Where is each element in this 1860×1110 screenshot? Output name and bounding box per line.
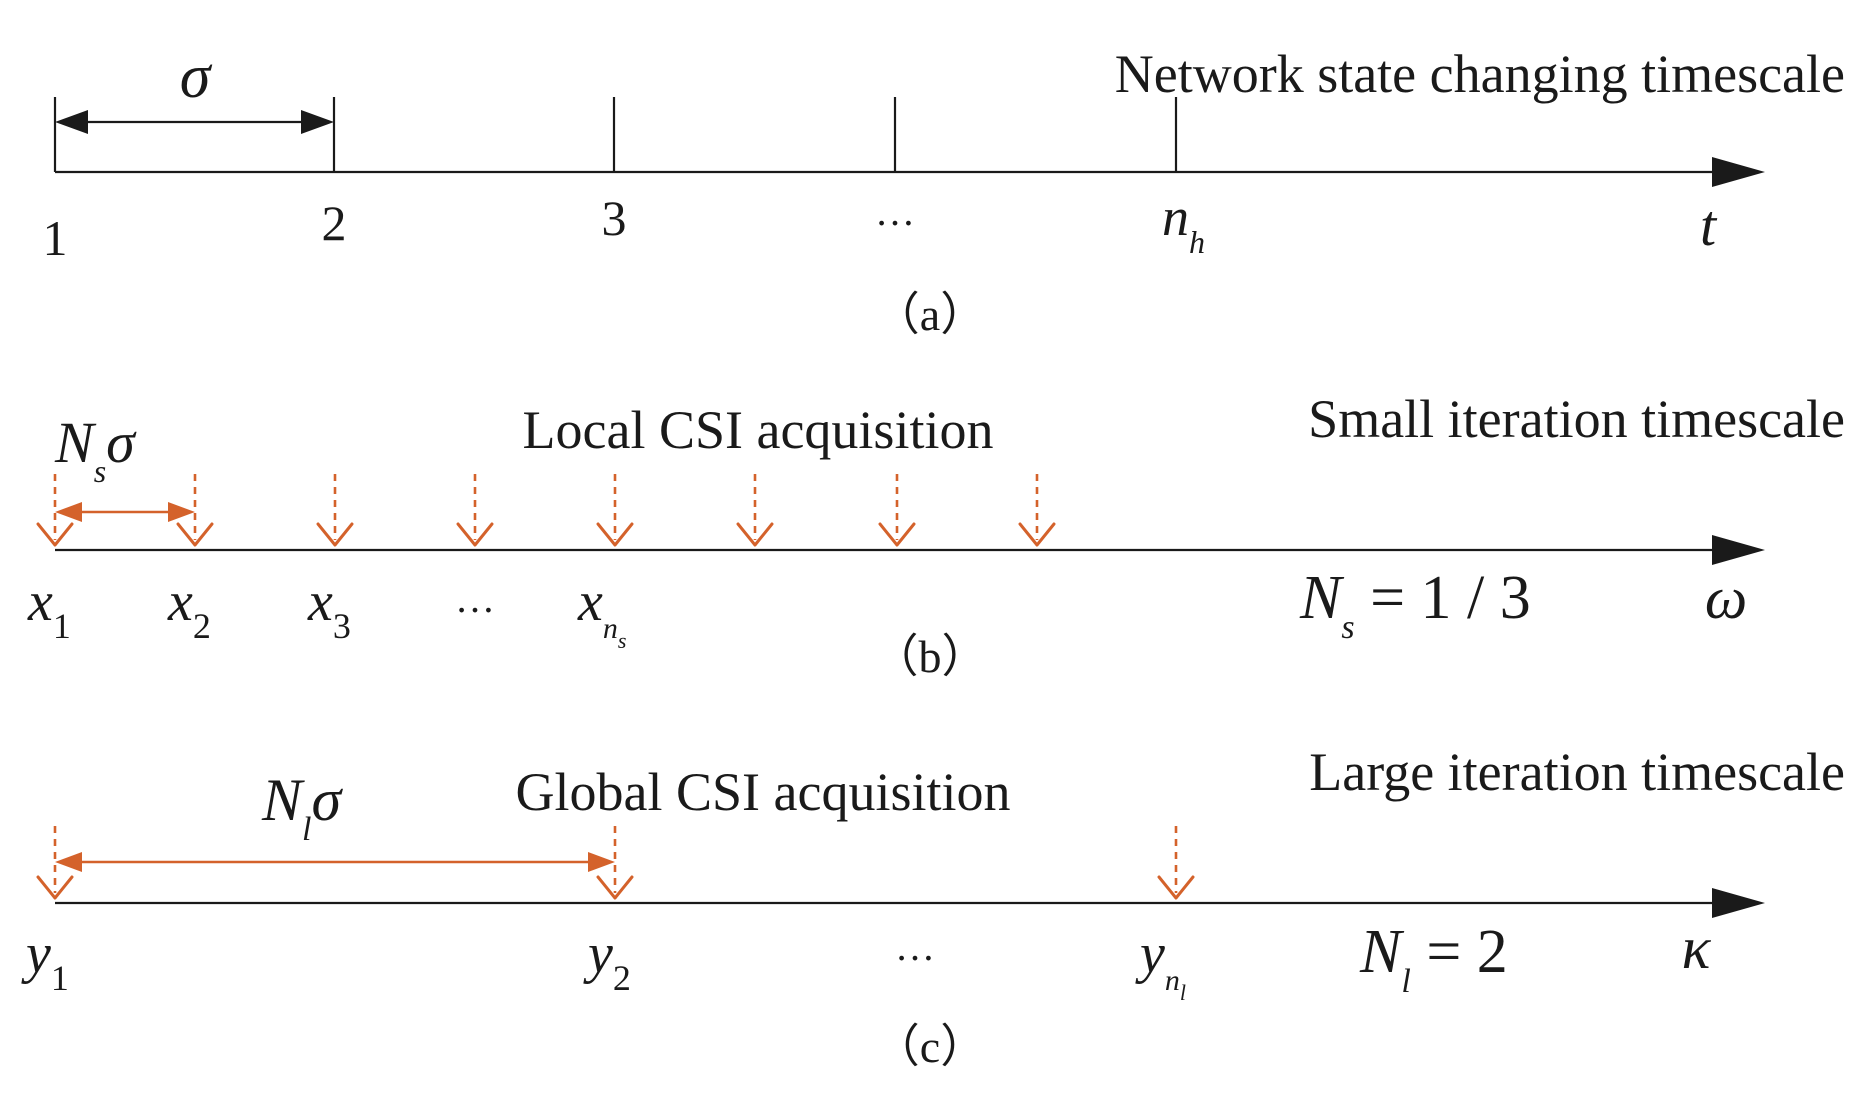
tick-label-x: x3: [307, 571, 351, 646]
panel-b-interval-arrow: [55, 502, 195, 522]
panel-c-ratio: Nl = 2: [1359, 918, 1508, 1000]
panel-c-interval-label: Nlσ: [261, 767, 343, 848]
axis-c-arrowhead: [1712, 888, 1765, 918]
tick-label-ellipsis: …: [455, 576, 495, 621]
axis-c-symbol: κ: [1682, 915, 1712, 981]
axis-b-arrowhead: [1712, 535, 1765, 565]
tick-label-a: 1: [43, 210, 68, 266]
panel-b-interval-label: Nsσ: [54, 410, 137, 489]
panel-c-title: Large iteration timescale: [1309, 742, 1845, 802]
panel-b-caption: （b）: [873, 631, 988, 682]
acquisition-marker: [596, 826, 634, 900]
panel-a-title: Network state changing timescale: [1115, 44, 1845, 104]
panel-c-annotation: Global CSI acquisition: [516, 762, 1011, 822]
tick-label-xns: xns: [577, 571, 626, 653]
acquisition-marker: [1018, 474, 1056, 547]
acquisition-marker: [316, 474, 354, 547]
acquisition-marker: [736, 474, 774, 547]
acquisition-marker: [456, 474, 494, 547]
sigma-label: σ: [180, 43, 213, 111]
sigma-interval-arrow: [55, 110, 334, 134]
panel-b: Small iteration timescale Local CSI acqu…: [27, 389, 1845, 682]
acquisition-marker: [596, 474, 634, 547]
panel-c-interval-arrow: [55, 852, 615, 872]
tick-label-x: x1: [27, 571, 71, 646]
acquisition-marker: [36, 826, 74, 900]
tick-label-y: y2: [583, 923, 631, 998]
tick-label-ynl: ynl: [1135, 923, 1186, 1005]
acquisition-marker: [878, 474, 916, 547]
tick-label-a: …: [875, 189, 915, 234]
panel-a: Network state changing timescale σ 1 2 3…: [43, 43, 1846, 340]
panel-b-annotation: Local CSI acquisition: [523, 400, 994, 460]
tick-label-y: y1: [21, 923, 69, 998]
panel-b-title: Small iteration timescale: [1308, 389, 1845, 449]
panel-c-caption: （c）: [874, 1021, 986, 1072]
acquisition-marker: [36, 474, 74, 547]
tick-label-x: x2: [167, 571, 211, 646]
panel-b-ratio: Ns = 1 / 3: [1299, 564, 1531, 646]
tick-label-nh: nh: [1162, 187, 1205, 260]
axis-a-symbol: t: [1700, 193, 1718, 258]
acquisition-marker: [1157, 826, 1195, 900]
axis-a-arrowhead: [1712, 157, 1765, 187]
acquisition-marker: [176, 474, 214, 547]
tick-label-ellipsis: …: [895, 924, 935, 969]
panel-c: Large iteration timescale Global CSI acq…: [21, 742, 1845, 1072]
axis-b-symbol: ω: [1705, 565, 1747, 631]
panel-a-caption: （a）: [874, 289, 986, 340]
tick-label-a: 2: [322, 195, 347, 251]
tick-label-a: 3: [602, 190, 627, 246]
